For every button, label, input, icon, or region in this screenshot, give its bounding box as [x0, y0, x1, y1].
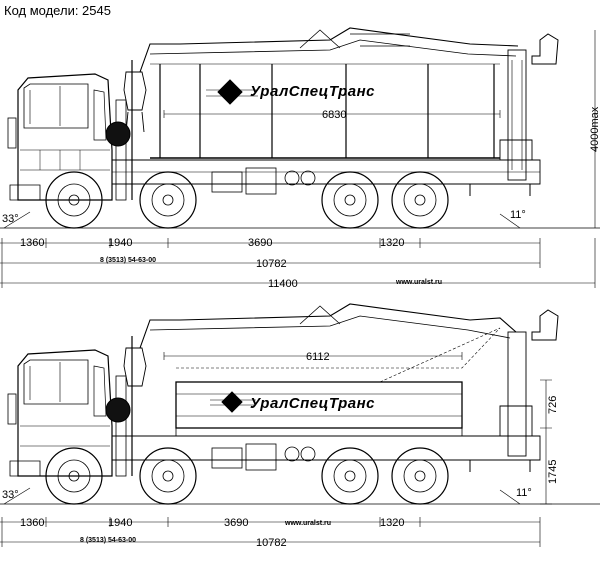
- top-front-overhang: 1360: [20, 237, 44, 249]
- top-overall-length: 10782: [256, 258, 287, 270]
- top-wheelbase-2: 3690: [248, 237, 272, 249]
- top-height: 4000max: [589, 106, 600, 152]
- top-cab: [17, 73, 113, 201]
- bottom-wheelbase-1: 1940: [108, 517, 132, 529]
- bottom-departure-angle: 11°: [516, 487, 532, 499]
- top-dimensions: [0, 30, 596, 288]
- top-wheelbase-1: 1940: [108, 237, 132, 249]
- bottom-platform-length: 6112: [306, 351, 330, 363]
- top-view-truck: [0, 27, 600, 229]
- bottom-approach-angle: 33°: [2, 489, 19, 501]
- bottom-brand-text: УралСпецТранс: [250, 395, 375, 412]
- top-platform-length: 6830: [322, 109, 346, 121]
- top-departure-angle: 11°: [510, 209, 526, 221]
- top-brand-logo: УралСпецТранс: [206, 79, 375, 105]
- top-approach-angle: 33°: [2, 213, 19, 225]
- top-phone: 8 (3513) 54-63-00: [100, 257, 156, 264]
- top-rear-axle: 1320: [380, 237, 404, 249]
- bottom-brand-logo: УралСпецТранс: [210, 391, 375, 413]
- bottom-side-height: 726: [547, 396, 559, 414]
- model-code-label: Код модели: 2545: [4, 3, 111, 18]
- bottom-phone: 8 (3513) 54-63-00: [80, 537, 136, 544]
- top-website: www.uralst.ru: [395, 279, 442, 286]
- bottom-view-truck: [0, 303, 600, 505]
- top-brand-text: УралСпецТранс: [250, 83, 375, 100]
- top-total-length: 11400: [268, 278, 298, 290]
- bottom-overall-length: 10782: [256, 537, 287, 549]
- bottom-wheelbase-2: 3690: [224, 517, 248, 529]
- bottom-rear-axle: 1320: [380, 517, 404, 529]
- bottom-dimensions: [0, 352, 552, 547]
- bottom-frame-height: 1745: [547, 460, 559, 484]
- bottom-website: www.uralst.ru: [284, 520, 331, 527]
- bottom-front-overhang: 1360: [20, 517, 44, 529]
- top-crane-boom: [139, 27, 519, 73]
